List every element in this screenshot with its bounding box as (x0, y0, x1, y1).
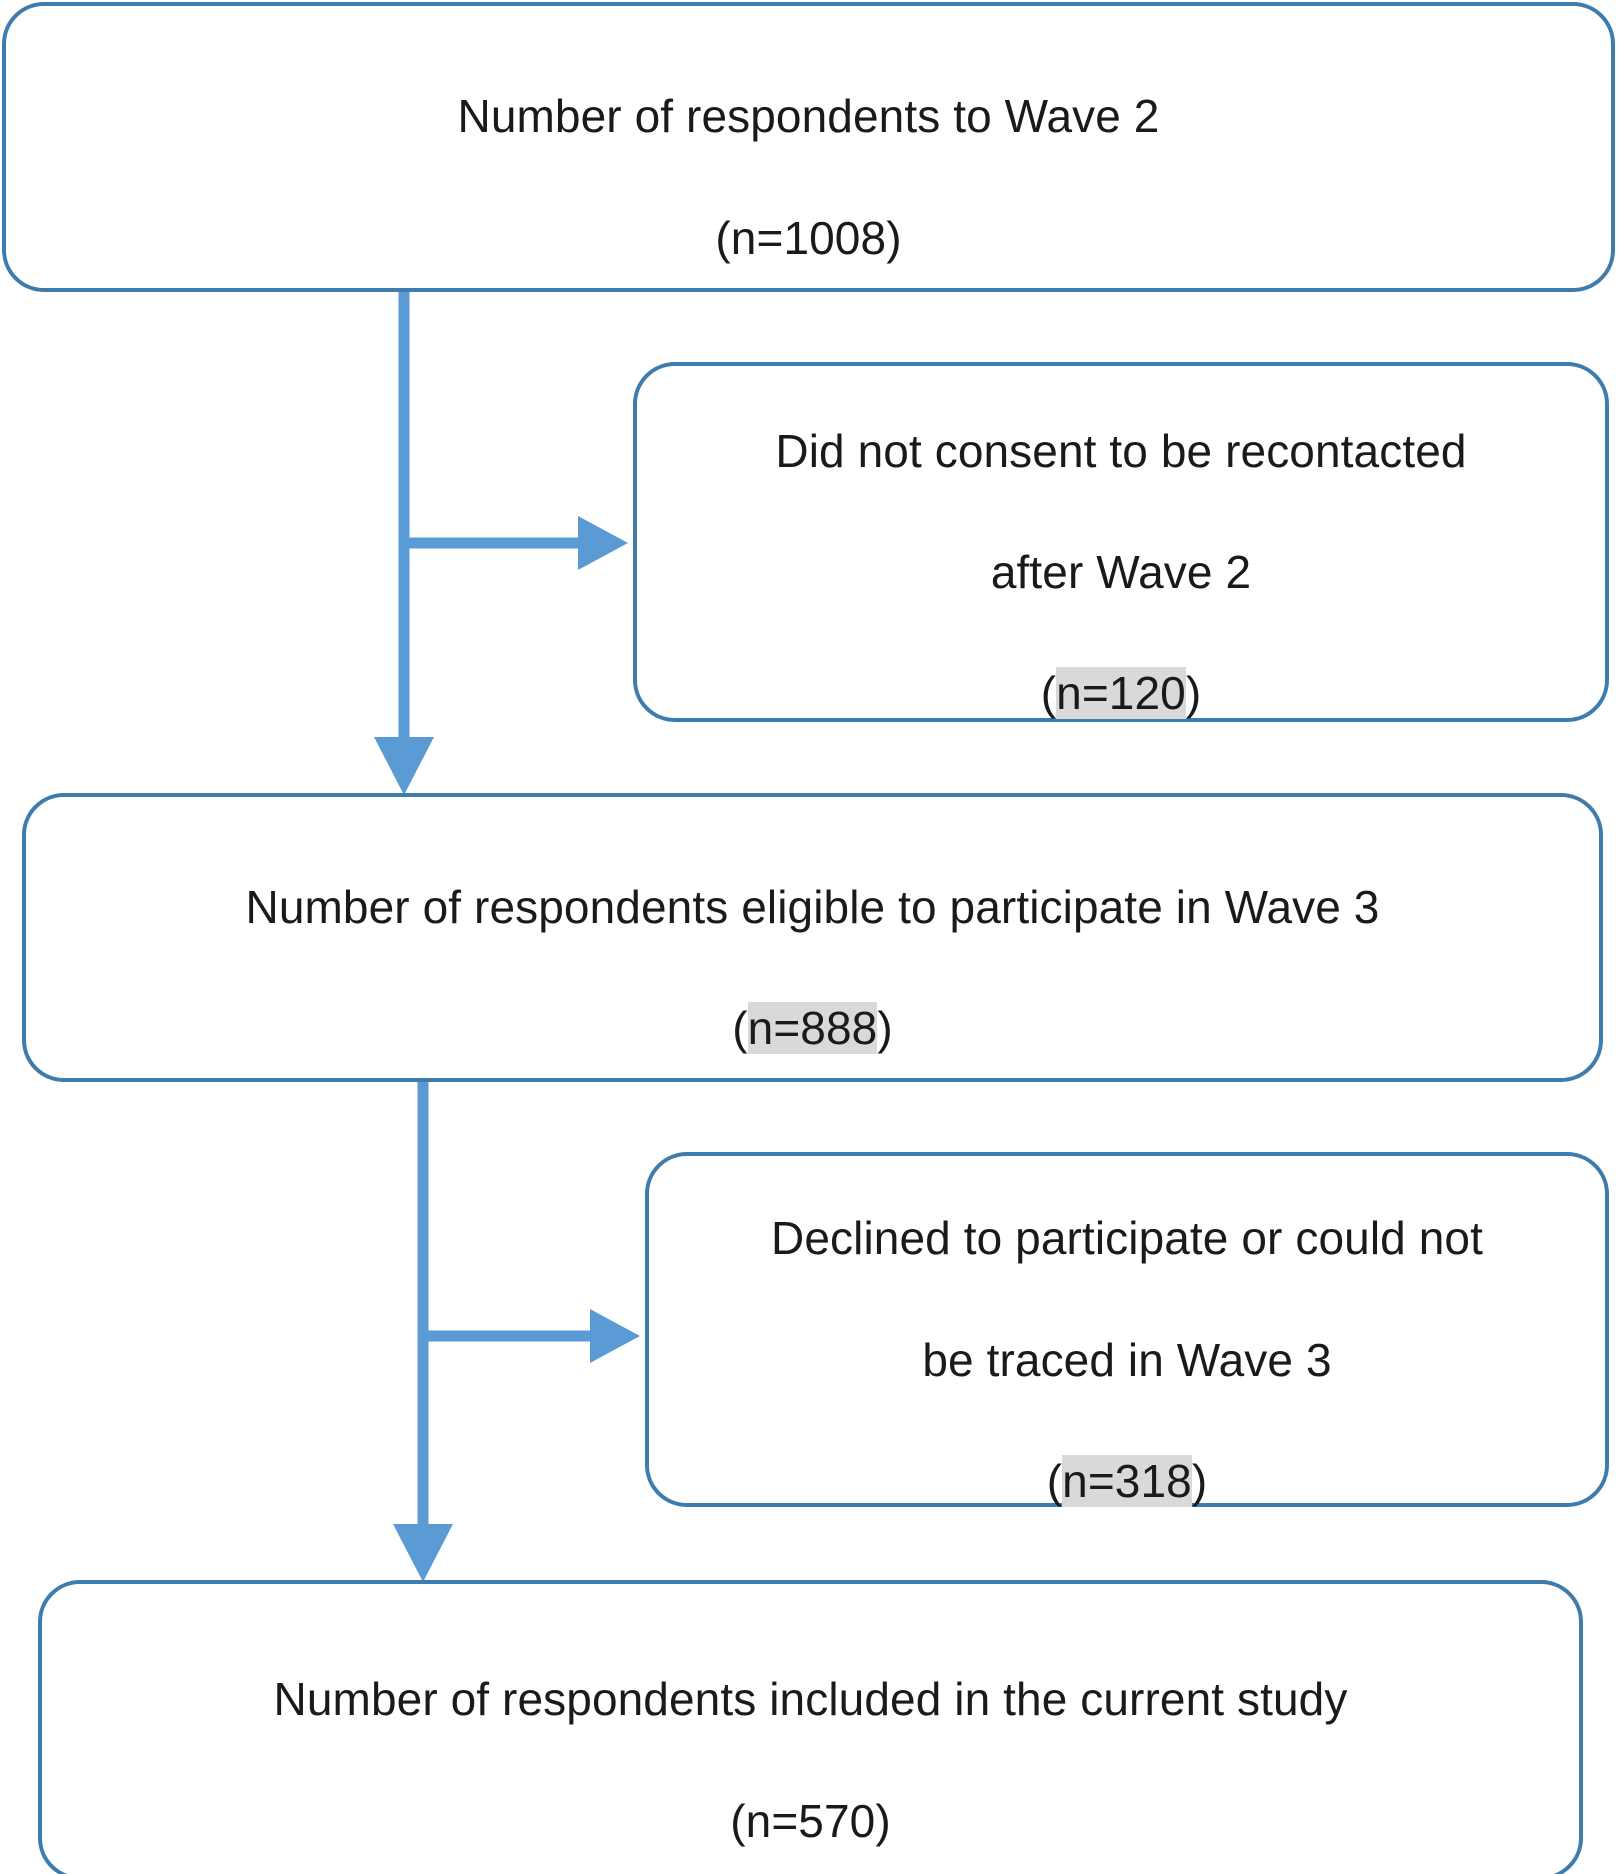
node-declined-or-untraced-text: Declined to participate or could not be … (749, 1147, 1505, 1511)
node-line-1: Declined to participate or could not (771, 1212, 1483, 1265)
node-line-2: be traced in Wave 3 (922, 1333, 1332, 1386)
branch-1 (404, 516, 628, 570)
paren-close: ) (1185, 667, 1202, 720)
node-no-consent[interactable]: Did not consent to be recontacted after … (633, 362, 1609, 722)
node-declined-or-untraced[interactable]: Declined to participate or could not be … (645, 1152, 1609, 1507)
paren-open: ( (1040, 667, 1057, 720)
paren-close: ) (1191, 1454, 1208, 1507)
node-no-consent-text: Did not consent to be recontacted after … (753, 360, 1488, 724)
paren-open: ( (732, 1002, 748, 1055)
trunk-2 (393, 1082, 453, 1582)
paren-close: ) (875, 1794, 891, 1847)
node-wave2-respondents-text: Number of respondents to Wave 2 (n=1008) (436, 26, 1182, 269)
paren-open: ( (730, 1794, 746, 1847)
paren-close: ) (886, 211, 902, 264)
node-included-current-study[interactable]: Number of respondents included in the cu… (38, 1580, 1583, 1874)
count-value: n=1008 (730, 211, 887, 264)
trunk-1 (374, 292, 434, 795)
node-count: (n=570) (730, 1795, 891, 1847)
branch-2 (423, 1309, 640, 1363)
node-included-current-study-text: Number of respondents included in the cu… (252, 1609, 1370, 1852)
count-value: n=120 (1056, 667, 1186, 720)
node-count: (n=888) (732, 1002, 893, 1055)
node-wave2-respondents[interactable]: Number of respondents to Wave 2 (n=1008) (2, 2, 1615, 292)
node-count: (n=1008) (715, 212, 901, 264)
node-count: (n=120) (1040, 667, 1202, 720)
node-line-1: Number of respondents included in the cu… (273, 1673, 1348, 1726)
node-line-2: after Wave 2 (990, 546, 1252, 598)
count-value: n=570 (745, 1794, 876, 1847)
node-line-1: Did not consent to be recontacted (775, 424, 1467, 477)
node-line-1: Number of respondents eligible to partic… (245, 880, 1380, 933)
node-line-1: Number of respondents to Wave 2 (457, 90, 1160, 143)
paren-open: ( (715, 211, 731, 264)
paren-close: ) (877, 1002, 893, 1055)
count-value: n=318 (1062, 1454, 1192, 1507)
node-count: (n=318) (1046, 1454, 1208, 1507)
paren-open: ( (1046, 1454, 1063, 1507)
node-eligible-wave3-text: Number of respondents eligible to partic… (224, 816, 1402, 1059)
node-eligible-wave3[interactable]: Number of respondents eligible to partic… (22, 793, 1603, 1082)
count-value: n=888 (747, 1002, 878, 1055)
